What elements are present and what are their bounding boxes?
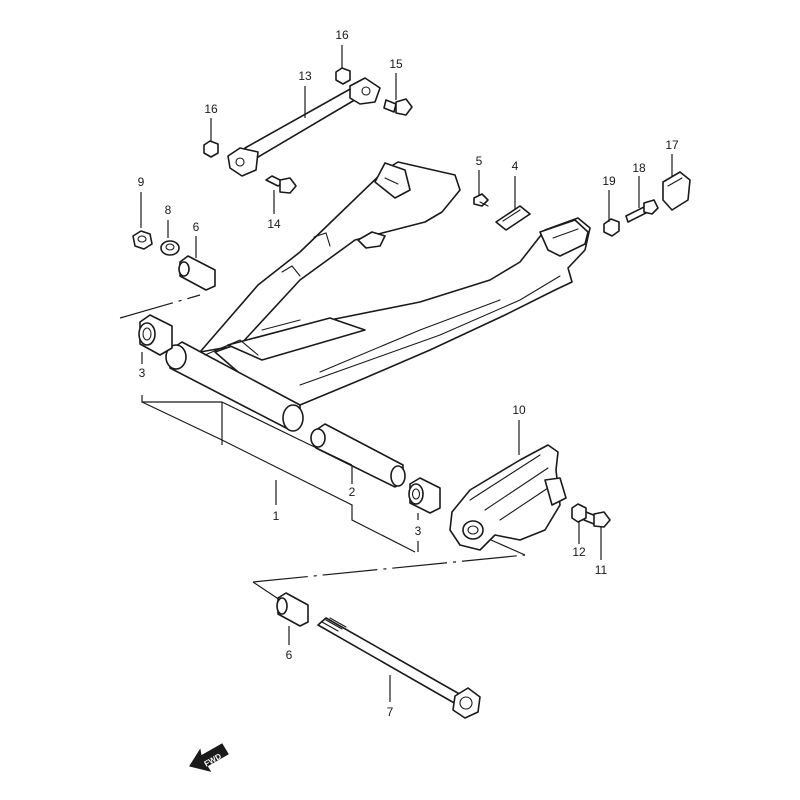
- bolt-15: [383, 98, 413, 116]
- callout-7: 7: [387, 705, 394, 719]
- callout-15: 15: [389, 57, 403, 71]
- nut-16-top: [335, 67, 351, 85]
- swingarm: [165, 161, 591, 432]
- callout-18: 18: [632, 161, 646, 175]
- bolt-11: [583, 511, 611, 528]
- adjuster-plate-17: [662, 171, 691, 211]
- callout-labels: 1 2 3 3 4 5 6 6 7 8 9 10 11 12 13 14 15 …: [138, 28, 679, 719]
- callout-8: 8: [165, 203, 172, 217]
- torque-link-rod: [227, 77, 381, 177]
- washer: [160, 240, 180, 256]
- callout-6-lower: 6: [286, 648, 293, 662]
- leader-lines: [119, 45, 673, 702]
- plate-4: [495, 205, 531, 231]
- callout-13: 13: [298, 69, 312, 83]
- bushing-lower: [276, 592, 309, 627]
- callout-2: 2: [349, 485, 356, 499]
- callout-3-left: 3: [139, 366, 146, 380]
- callout-6-upper: 6: [193, 220, 200, 234]
- adjuster-bolt-18: [625, 199, 659, 223]
- nut: [132, 230, 153, 250]
- callout-11: 11: [595, 563, 608, 577]
- callout-4: 4: [512, 159, 519, 173]
- nut-19: [603, 218, 620, 237]
- screw-5: [473, 193, 489, 207]
- chain-guide-bracket: [449, 444, 567, 551]
- collar-12: [571, 503, 587, 523]
- callout-5: 5: [476, 154, 483, 168]
- callout-9: 9: [138, 175, 145, 189]
- bushing-upper: [178, 255, 216, 291]
- callout-1: 1: [273, 509, 280, 523]
- callout-14: 14: [267, 217, 281, 231]
- callout-10: 10: [512, 403, 526, 417]
- pivot-spacer-tube: [310, 423, 406, 488]
- bolt-14: [265, 175, 297, 194]
- bearing-left: [138, 314, 173, 356]
- pivot-bolt: [317, 617, 481, 719]
- fwd-arrow-icon: FWD: [189, 743, 229, 772]
- callout-17: 17: [665, 138, 679, 152]
- callout-16-left: 16: [204, 102, 218, 116]
- nut-16-left: [203, 140, 219, 158]
- callout-16-top: 16: [335, 28, 349, 42]
- callout-19: 19: [602, 174, 616, 188]
- callout-3-right: 3: [415, 524, 422, 538]
- bearing-right: [408, 477, 441, 514]
- callout-12: 12: [572, 545, 586, 559]
